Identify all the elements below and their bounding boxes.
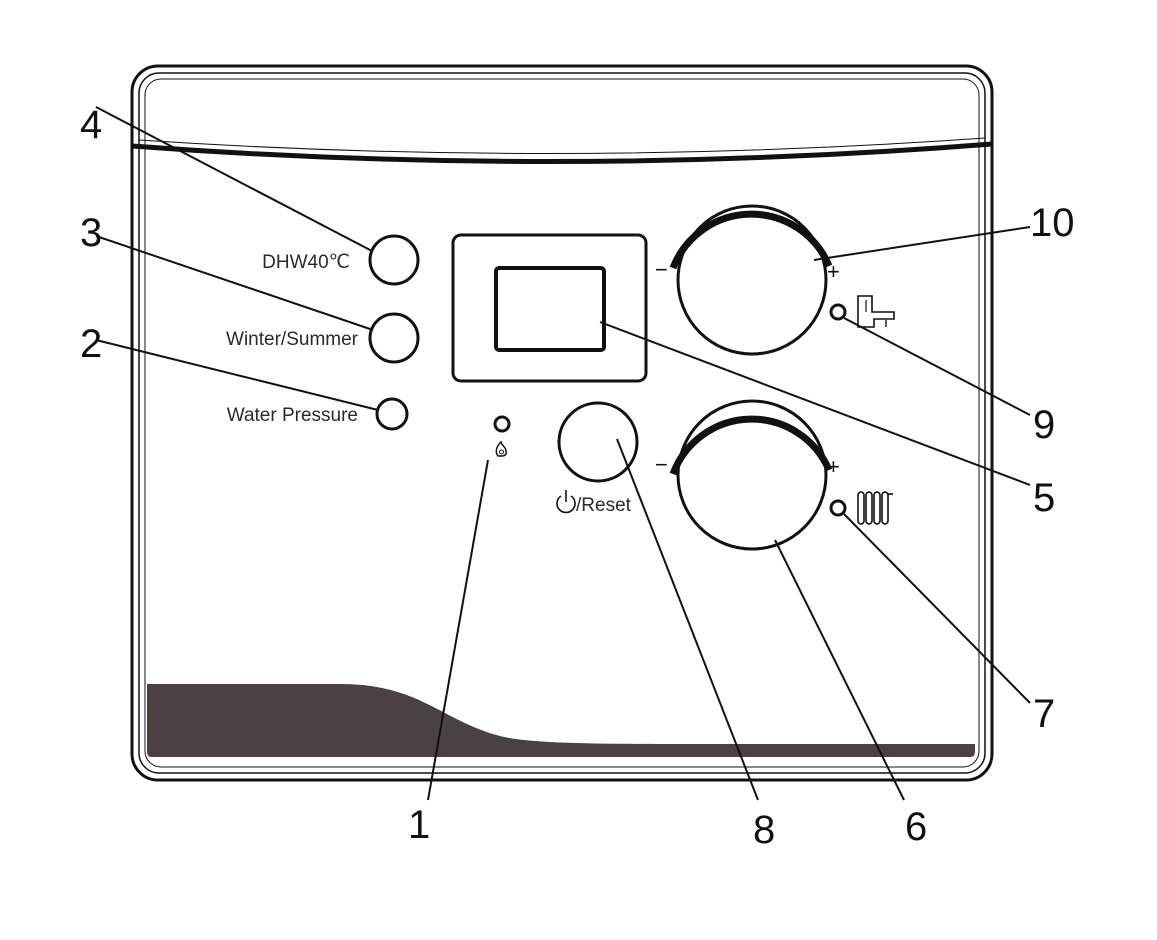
power-reset-button[interactable]	[557, 401, 639, 483]
leader-line-9	[843, 317, 1031, 416]
heating-knob-minus: −	[655, 452, 668, 477]
leader-line-4	[95, 106, 373, 252]
reset-label: /Reset	[576, 495, 632, 516]
callout-3: 3	[80, 211, 102, 255]
leader-line-6	[774, 539, 905, 801]
winter-summer-label: Winter/Summer	[226, 329, 359, 350]
leader-line-5	[599, 321, 1031, 486]
callout-4: 4	[80, 103, 102, 147]
leader-line-10	[813, 226, 1031, 261]
dhw-temperature-knob[interactable]	[669, 204, 833, 356]
heating-led	[829, 499, 847, 517]
water-pressure-indicator	[375, 397, 409, 431]
display-screen	[494, 266, 606, 352]
callout-10: 10	[1030, 201, 1075, 245]
dhw-label: DHW40℃	[262, 252, 350, 273]
callout-2: 2	[80, 322, 102, 366]
leader-line-7	[843, 513, 1031, 704]
callout-9: 9	[1033, 403, 1055, 447]
dhw-knob-minus: −	[655, 257, 668, 282]
burner-led	[493, 415, 511, 433]
leader-line-8	[616, 438, 759, 801]
power-icon	[556, 490, 576, 514]
winter-summer-button[interactable]	[368, 312, 420, 364]
flame-icon	[495, 440, 507, 457]
callout-8: 8	[753, 808, 775, 852]
tap-icon	[857, 295, 895, 328]
callout-6: 6	[905, 805, 927, 849]
panel-housing	[130, 64, 994, 782]
leader-line-1	[427, 459, 489, 801]
panel-base-swoosh	[147, 684, 975, 757]
callout-1: 1	[408, 803, 430, 847]
dhw-knob-plus: +	[827, 259, 840, 284]
leader-line-2	[95, 339, 379, 411]
callout-5: 5	[1033, 476, 1055, 520]
heating-temperature-knob[interactable]	[669, 399, 833, 551]
dhw-button[interactable]	[368, 234, 420, 286]
dhw-led	[829, 303, 847, 321]
radiator-icon	[857, 491, 893, 525]
callout-7: 7	[1033, 692, 1055, 736]
heating-knob-plus: +	[827, 454, 840, 479]
leader-line-3	[95, 235, 374, 331]
display-window	[451, 233, 648, 383]
water-pressure-label: Water Pressure	[227, 405, 358, 426]
leader-lines	[95, 106, 1031, 801]
